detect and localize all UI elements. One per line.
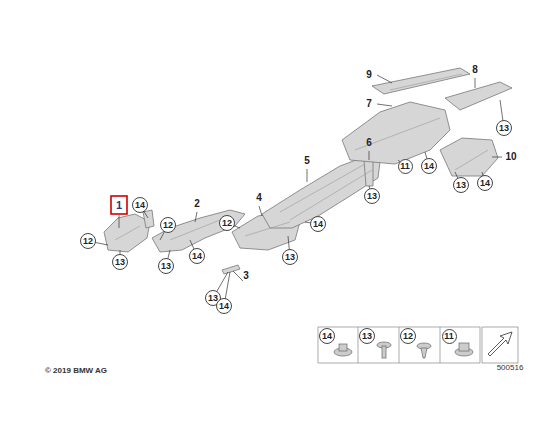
callout-number: 13 <box>367 192 377 201</box>
part-number: 8 <box>472 65 478 75</box>
heat-shields <box>104 68 512 274</box>
callout-number: 14 <box>480 179 490 188</box>
callout-number: 14 <box>424 162 434 171</box>
callout-number: 13 <box>115 258 125 267</box>
callout-number: 13 <box>499 124 509 133</box>
callout-number: 14 <box>192 252 202 261</box>
callout-number: 14 <box>313 220 323 229</box>
callout-circle: 14 <box>310 216 326 232</box>
callout-number: 13 <box>285 253 295 262</box>
leader-lines <box>88 75 504 306</box>
callout-number: 12 <box>403 332 413 341</box>
callout-circle: 14 <box>421 158 437 174</box>
callout-number: 11 <box>400 162 410 171</box>
part-number: 2 <box>194 199 200 209</box>
callout-number: 13 <box>456 181 466 190</box>
callout-circle: 12 <box>160 217 176 233</box>
callout-circle: 12 <box>80 233 96 249</box>
callout-number: 14 <box>135 201 145 210</box>
part-number: 3 <box>243 271 249 281</box>
callout-circle: 13 <box>112 254 128 270</box>
callout-circle: 11 <box>442 329 457 344</box>
part-number: 7 <box>366 99 372 109</box>
highlight-box <box>111 196 127 214</box>
callout-number: 14 <box>219 302 229 311</box>
heat-shield-10 <box>440 138 498 176</box>
callout-circle: 13 <box>158 258 174 274</box>
callout-number: 13 <box>362 332 372 341</box>
callout-circle: 12 <box>219 215 235 231</box>
callout-circle: 13 <box>496 120 512 136</box>
shield-ribs <box>115 74 488 240</box>
part-number: 4 <box>256 193 262 203</box>
callout-number: 14 <box>322 332 332 341</box>
callout-circle: 11 <box>398 159 413 174</box>
bracket-6 <box>364 160 373 186</box>
callout-circle: 13 <box>359 328 375 344</box>
callout-circle: 14 <box>477 175 493 191</box>
callout-circle: 13 <box>364 188 380 204</box>
callout-circle: 14 <box>132 197 148 213</box>
callout-circle: 14 <box>189 248 205 264</box>
callout-circle: 14 <box>216 298 232 314</box>
part-number: 10 <box>505 152 516 162</box>
callout-number: 12 <box>163 221 173 230</box>
callout-number: 12 <box>222 219 232 228</box>
bracket-3 <box>222 265 240 274</box>
callout-circle: 14 <box>319 328 335 344</box>
note-text: 500516 <box>497 364 524 372</box>
callout-circle: 13 <box>453 177 469 193</box>
heat-shield-7 <box>342 102 450 164</box>
note-text: © 2019 BMW AG <box>45 367 107 375</box>
callout-circle: 12 <box>400 328 416 344</box>
heat-shield-8 <box>445 82 512 110</box>
callout-number: 12 <box>83 237 93 246</box>
part-number: 6 <box>366 138 372 148</box>
heat-shield-9 <box>372 68 470 94</box>
callout-number: 11 <box>444 332 454 341</box>
part-number: 5 <box>304 156 310 166</box>
part-number: 9 <box>366 70 372 80</box>
callout-number: 13 <box>161 262 171 271</box>
part-number: 1 <box>116 200 122 211</box>
fastener-legend <box>318 327 518 363</box>
heat-shield-2 <box>152 210 245 252</box>
callout-circle: 13 <box>282 249 298 265</box>
